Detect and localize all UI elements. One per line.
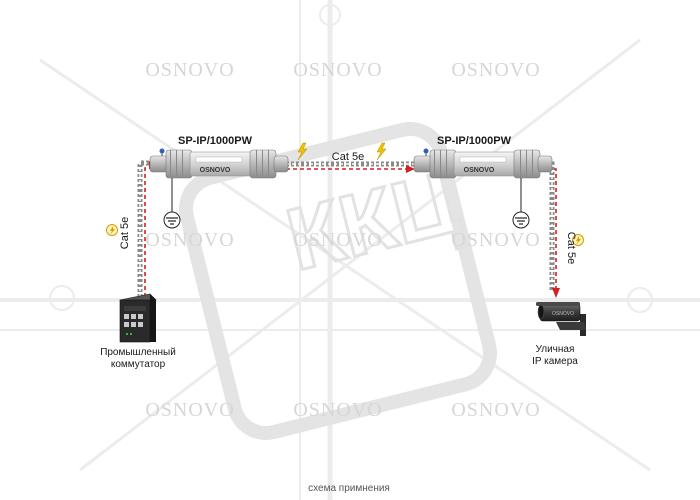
- ip-camera-icon: OSNOVO: [536, 302, 586, 336]
- protector-brand-label: OSNOVO: [200, 167, 231, 174]
- diagram-caption: схема примнения: [308, 483, 390, 494]
- watermark-brand: OSNOVO: [145, 59, 234, 81]
- watermark-brand: OSNOVO: [145, 399, 234, 421]
- watermark-brand: OSNOVO: [451, 229, 540, 251]
- surge-protector-left: [149, 148, 289, 179]
- watermark-brand: OSNOVO: [293, 399, 382, 421]
- watermark-brand: OSNOVO: [145, 229, 234, 251]
- camera-brand-label: OSNOVO: [552, 311, 574, 317]
- cable-middle: [286, 161, 420, 173]
- lightning-icon: [297, 142, 308, 161]
- switch-label-line1: Промышленный: [100, 347, 176, 358]
- lightning-warning-icon: [106, 224, 118, 236]
- lightning-warning-icon: [572, 234, 584, 246]
- protector-brand-label: OSNOVO: [464, 167, 495, 174]
- cable-right-label: Cat 5e: [565, 232, 577, 264]
- camera-label-line2: IP камера: [532, 356, 578, 367]
- cable-middle-label: Cat 5e: [332, 151, 364, 163]
- cable-right: [540, 161, 560, 298]
- industrial-switch-icon: [119, 293, 157, 343]
- camera-label-line1: Уличная: [536, 344, 575, 355]
- switch-label-line2: коммутатор: [111, 359, 166, 370]
- protector-right-label: SP-IP/1000PW: [437, 135, 512, 147]
- watermark-brand: OSNOVO: [451, 59, 540, 81]
- watermark-brand: OSNOVO: [293, 59, 382, 81]
- watermark-brand: OSNOVO: [451, 399, 540, 421]
- protector-left-label: SP-IP/1000PW: [178, 135, 253, 147]
- ground-right-icon: [512, 178, 530, 229]
- watermark-brand: OSNOVO: [293, 229, 382, 251]
- ground-left-icon: [163, 178, 181, 229]
- surge-protector-right: [413, 148, 553, 179]
- cable-left-label: Cat 5e: [119, 217, 131, 249]
- lightning-icon: [376, 142, 387, 161]
